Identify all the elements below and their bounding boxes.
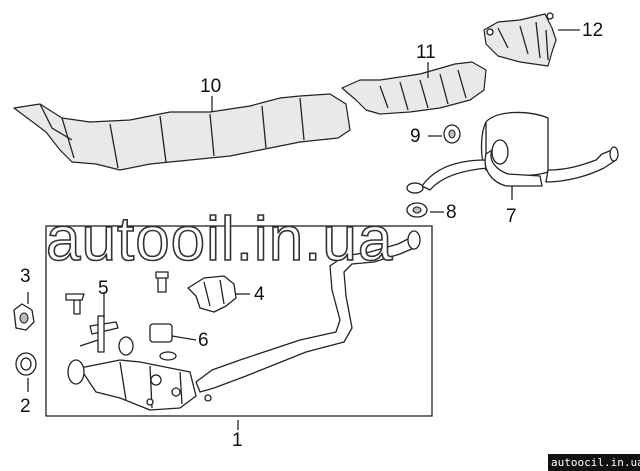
heat-shield-front — [13, 93, 351, 171]
heat-shield-middle — [341, 61, 487, 115]
callout-2: 2 — [20, 396, 31, 417]
bracket-part-5 — [65, 293, 119, 353]
watermark-corner: autoocil.in.ua — [551, 456, 640, 469]
callout-12: 12 — [582, 20, 603, 41]
watermark-corner-bg — [548, 454, 640, 471]
hanger-part-3 — [13, 303, 35, 331]
muffler-tailpipe — [421, 111, 619, 191]
leader-lines — [27, 29, 580, 430]
gasket-part-8 — [406, 202, 428, 218]
heat-shield-upper — [483, 12, 557, 67]
gasket-part-2 — [15, 352, 37, 376]
callout-8: 8 — [446, 202, 457, 223]
callout-4: 4 — [254, 284, 265, 305]
callout-9: 9 — [410, 126, 421, 147]
insulator-part-4 — [187, 275, 237, 313]
callout-11: 11 — [416, 42, 436, 63]
callout-7: 7 — [506, 206, 517, 227]
callout-1: 1 — [232, 430, 243, 451]
callout-5: 5 — [98, 278, 109, 299]
exhaust-pipe-assembly — [67, 230, 421, 411]
sensor-part-6 — [118, 323, 177, 361]
hanger-part-9 — [443, 124, 461, 144]
assembly-frame — [45, 225, 433, 417]
bolt-small — [155, 271, 169, 293]
watermark-main: autooil.in.ua — [46, 205, 393, 274]
callout-3: 3 — [20, 266, 31, 287]
callout-6: 6 — [198, 330, 209, 351]
pipe-flange — [406, 182, 424, 194]
callout-10: 10 — [200, 76, 221, 97]
